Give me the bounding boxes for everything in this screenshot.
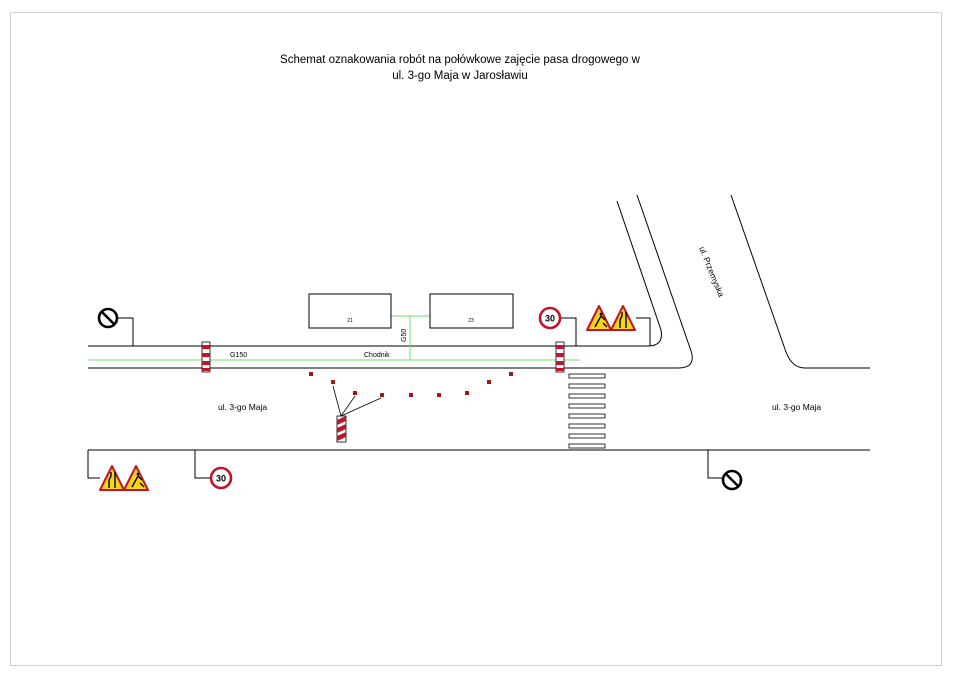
road-narrows-icon <box>99 465 125 491</box>
label-sidewalk: Chodnik <box>364 352 390 359</box>
label-g50: G50 <box>401 329 408 342</box>
cone-icon <box>487 380 491 384</box>
cones <box>309 372 513 397</box>
road-edges <box>88 194 870 451</box>
barrier-icon <box>336 415 347 443</box>
no-entry-icon <box>721 469 743 491</box>
cone-icon <box>409 393 413 397</box>
speed-limit-bottom-value: 30 <box>216 474 226 484</box>
buildings <box>308 293 514 329</box>
building-21 <box>308 293 392 329</box>
speed-limit-top-value: 30 <box>545 314 555 324</box>
label-street-left: ul. 3-go Maja <box>218 402 267 412</box>
cone-icon <box>509 372 513 376</box>
roadworks-icon <box>123 465 149 491</box>
title-line-2: ul. 3-go Maja w Jarosławiu <box>392 70 528 82</box>
building-23 <box>429 293 514 329</box>
title-line-1: Schemat oznakowania robót na połówkowe z… <box>280 54 640 66</box>
post-warning-top <box>636 317 651 346</box>
label-street-side: ul. Przemyska <box>697 245 726 298</box>
cone-icon <box>331 380 335 384</box>
road-top-edge-left <box>88 200 662 347</box>
road-top-edge-right <box>730 194 870 369</box>
road-top-sidewalk-edge <box>88 194 693 369</box>
gas-lines <box>88 315 580 361</box>
post-speed-top <box>558 317 577 346</box>
post-warning-bottom <box>87 450 100 479</box>
cone-icon <box>309 372 313 376</box>
cone-icon <box>353 391 357 395</box>
cone-icon <box>465 391 469 395</box>
cone-icon <box>380 393 384 397</box>
crosswalk-icon <box>568 373 606 449</box>
building-23-number: 23 <box>468 318 474 324</box>
cone-icon <box>437 393 441 397</box>
sign-posts <box>87 317 722 479</box>
speed-limit-icon: 30 <box>209 466 233 490</box>
no-entry-icon <box>97 307 119 329</box>
speed-limit-icon: 30 <box>538 306 562 330</box>
drawing-frame <box>10 12 942 666</box>
barrier-icon <box>555 341 565 373</box>
roadworks-icon <box>586 305 612 331</box>
label-street-right: ul. 3-go Maja <box>772 402 821 412</box>
diagram-title: Schemat oznakowania robót na połówkowe z… <box>200 52 720 84</box>
post-speed-bottom <box>194 450 210 479</box>
road-narrows-icon <box>610 305 636 331</box>
label-g150: G150 <box>230 352 247 359</box>
leader-lines <box>332 385 382 417</box>
barrier-icon <box>201 341 211 373</box>
building-21-number: 21 <box>347 318 353 324</box>
post-no-entry-right <box>707 450 722 479</box>
post-no-entry-left <box>116 317 134 346</box>
